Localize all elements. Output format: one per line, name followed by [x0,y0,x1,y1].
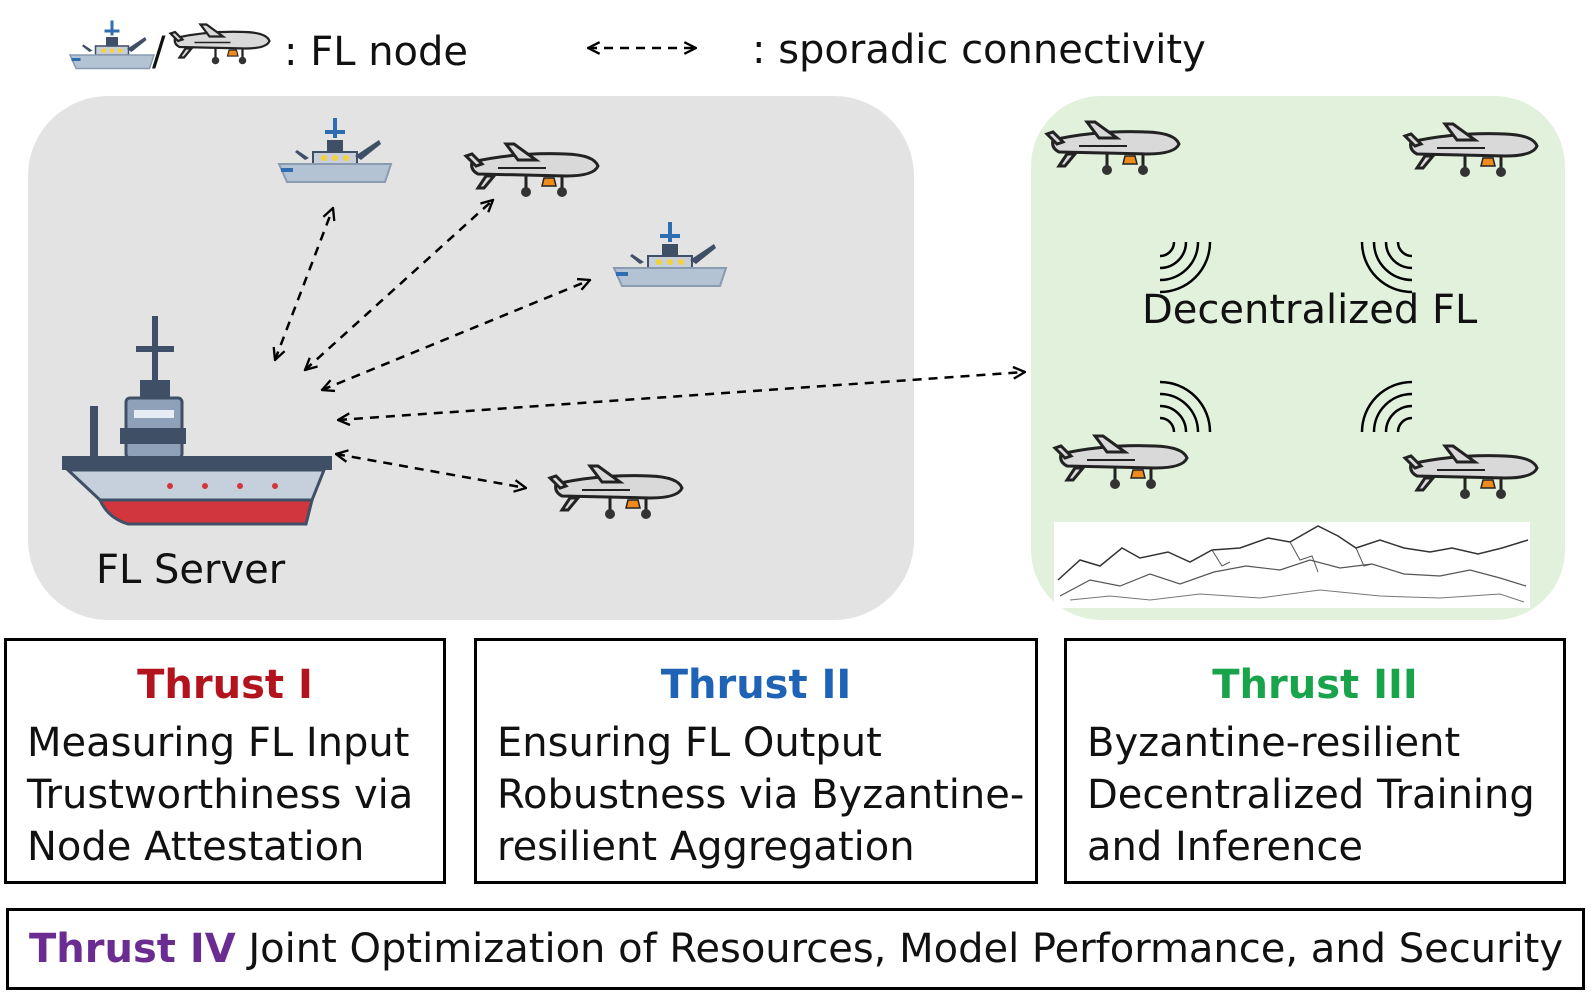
thrust-ii-title: Thrust II [660,662,852,708]
legend-drone-icon [169,23,271,66]
thrust-i-title: Thrust I [137,662,313,708]
link-server-decentralized [338,372,1025,420]
thrust-ii-description: Ensuring FL Output Robustness via Byzant… [497,720,1025,870]
decentralized-fl-label: Decentralized FL [1142,287,1478,333]
fl-server-ship-icon [62,316,332,526]
legend-connectivity-label: : sporadic connectivity [752,27,1206,73]
decentralized-fl-region [1031,96,1565,620]
link-server-drone-1 [305,200,493,370]
thrust-iv-title: Thrust IV [29,926,236,972]
legend-fl-node-label: : FL node [284,29,469,75]
thrust-i-box: Thrust I Measuring FL Input Trustworthin… [4,638,446,884]
mountain-terrain-image [1054,522,1530,608]
fl-server-label: FL Server [96,547,286,593]
legend-ship-icon [69,19,155,70]
legend-separator: / [152,29,166,75]
thrust-i-description: Measuring FL Input Trustworthiness via N… [27,720,414,870]
thrust-iii-title: Thrust III [1212,662,1418,708]
thrust-iv-description: Joint Optimization of Resources, Model P… [235,926,1564,972]
fl-server-region [28,96,914,620]
link-server-drone-2 [336,454,526,488]
thrust-iv-box: Thrust IV Joint Optimization of Resource… [6,908,1585,990]
thrust-iii-description: Byzantine-resilient Decentralized Traini… [1087,720,1535,870]
thrust-iii-box: Thrust III Byzantine-resilient Decentral… [1064,638,1566,884]
thrust-ii-box: Thrust II Ensuring FL Output Robustness … [474,638,1038,884]
